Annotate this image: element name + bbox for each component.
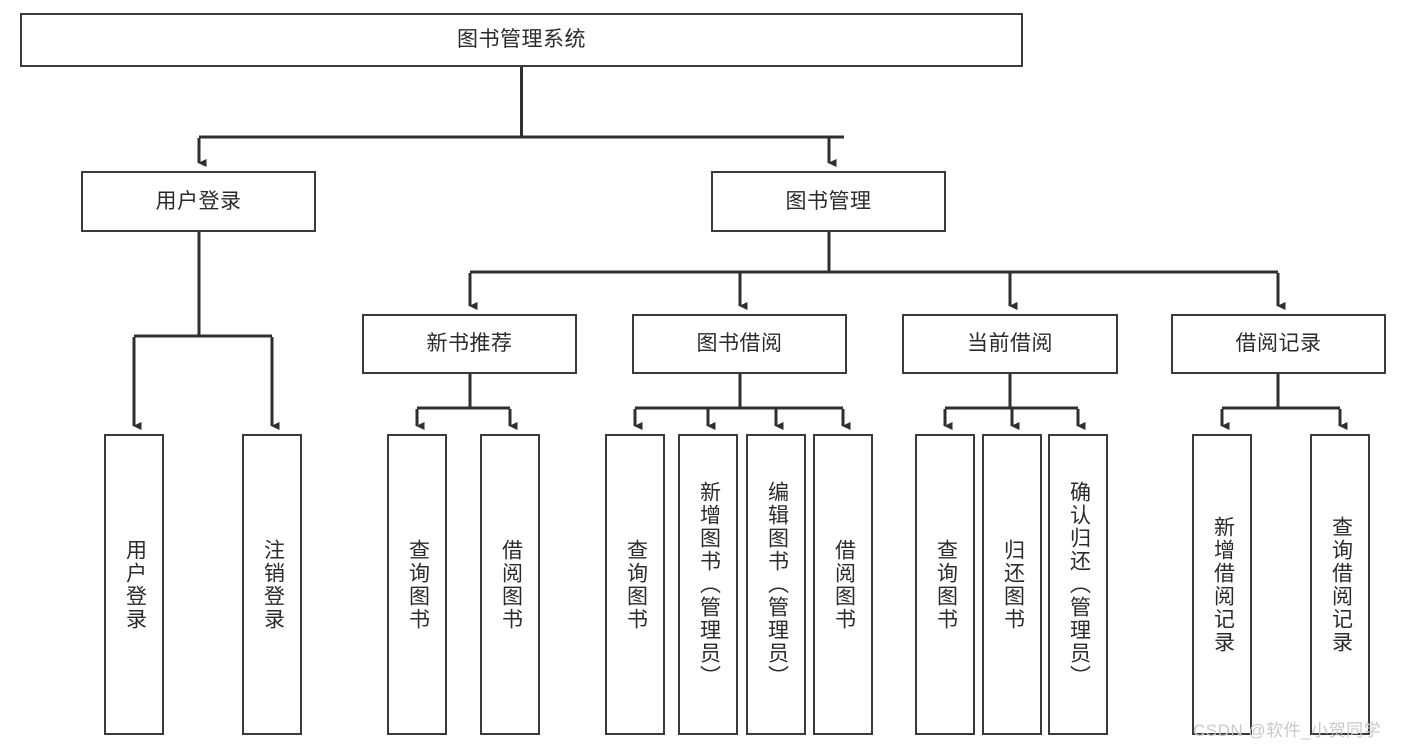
node-label: 新书推荐 <box>426 332 513 356</box>
node-leaf-add-book-admin[interactable]: 新增图书（管理员） <box>678 434 738 735</box>
node-leaf-user-logout[interactable]: 注销登录 <box>242 434 302 735</box>
node-leaf-query-book-current[interactable]: 查询图书 <box>915 434 975 735</box>
node-leaf-add-borrow-record[interactable]: 新增借阅记录 <box>1192 434 1252 735</box>
node-label: 借阅图书 <box>832 538 856 631</box>
node-label: 注销登录 <box>261 538 285 631</box>
csdn-watermark: CSDN @软件_小贺同学 <box>1193 721 1382 740</box>
node-book-manage[interactable]: 图书管理 <box>711 171 946 232</box>
node-leaf-return-book[interactable]: 归还图书 <box>982 434 1042 735</box>
node-label: 图书管理系统 <box>457 28 586 52</box>
node-label: 用户登录 <box>123 538 147 631</box>
node-label: 编辑图书（管理员） <box>765 481 789 688</box>
node-new-book-recommend[interactable]: 新书推荐 <box>362 314 577 374</box>
node-current-borrow[interactable]: 当前借阅 <box>902 314 1118 374</box>
node-leaf-user-login[interactable]: 用户登录 <box>104 434 164 735</box>
node-label: 新增图书（管理员） <box>697 481 721 688</box>
node-leaf-query-book-recommend[interactable]: 查询图书 <box>387 434 447 735</box>
node-leaf-borrow-book-recommend[interactable]: 借阅图书 <box>480 434 540 735</box>
node-label: 用户登录 <box>155 189 242 213</box>
node-root[interactable]: 图书管理系统 <box>20 13 1023 67</box>
node-leaf-confirm-return-admin[interactable]: 确认归还（管理员） <box>1048 434 1108 735</box>
node-label: 查询借阅记录 <box>1329 515 1353 654</box>
node-label: 图书管理 <box>785 189 872 213</box>
node-label: 图书借阅 <box>696 332 783 356</box>
node-label: 确认归还（管理员） <box>1067 481 1091 688</box>
node-label: 查询图书 <box>624 538 648 631</box>
node-leaf-borrow-book[interactable]: 借阅图书 <box>813 434 873 735</box>
node-leaf-query-borrow-record[interactable]: 查询借阅记录 <box>1310 434 1370 735</box>
node-user-login[interactable]: 用户登录 <box>81 171 316 232</box>
node-label: 新增借阅记录 <box>1211 515 1235 654</box>
node-label: 查询图书 <box>406 538 430 631</box>
node-label: 借阅图书 <box>499 538 523 631</box>
node-label: 查询图书 <box>934 538 958 631</box>
node-leaf-edit-book-admin[interactable]: 编辑图书（管理员） <box>746 434 806 735</box>
node-book-borrow[interactable]: 图书借阅 <box>632 314 847 374</box>
node-borrow-record[interactable]: 借阅记录 <box>1171 314 1386 374</box>
node-label: 当前借阅 <box>967 332 1053 356</box>
node-label: 借阅记录 <box>1235 332 1322 356</box>
node-label: 归还图书 <box>1001 538 1025 631</box>
node-leaf-query-book-borrow[interactable]: 查询图书 <box>605 434 665 735</box>
